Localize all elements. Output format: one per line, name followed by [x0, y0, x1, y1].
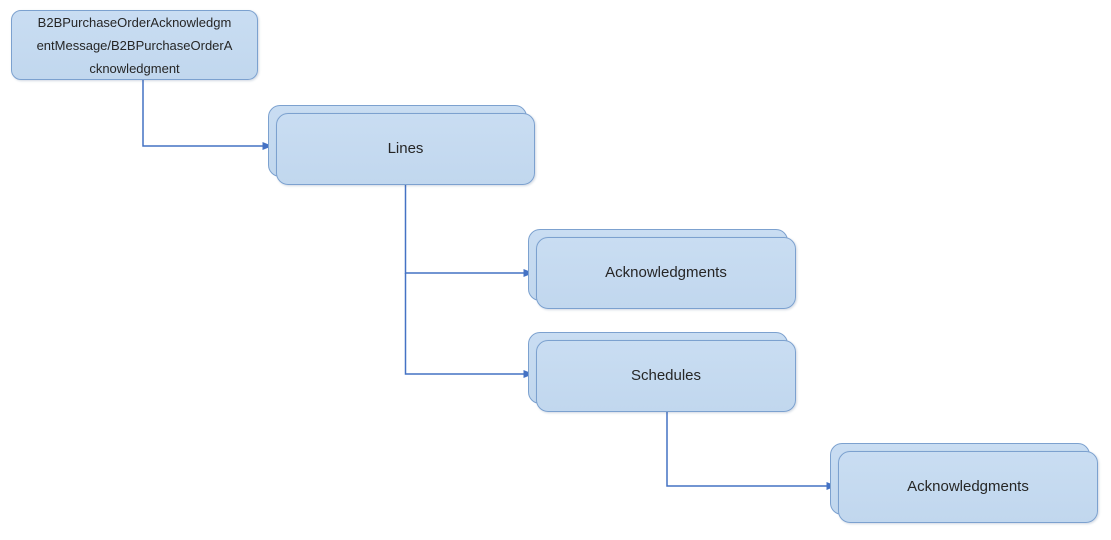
stack-front-shape: Acknowledgments: [838, 451, 1098, 523]
connector-lines-to-schedules: [404, 273, 534, 378]
stack-front-shape: Schedules: [536, 340, 796, 412]
connector-schedules-to-acknowledgments: [666, 412, 837, 490]
stack-front-shape: Lines: [276, 113, 535, 185]
stack-front-shape: Acknowledgments: [536, 237, 796, 309]
node-schedules-label: Schedules: [630, 366, 702, 384]
connector-lines-to-acknowledgments: [404, 185, 534, 277]
node-root-label: B2BPurchaseOrderAcknowledgmentMessage/B2…: [36, 14, 233, 76]
node-root: B2BPurchaseOrderAcknowledgmentMessage/B2…: [11, 10, 258, 80]
node-lines: Lines: [268, 105, 535, 185]
node-lines-acknowledgments: Acknowledgments: [528, 229, 796, 309]
node-lines-acknowledgments-label: Acknowledgments: [605, 263, 727, 281]
node-schedules-acknowledgments: Acknowledgments: [830, 443, 1098, 523]
node-schedules: Schedules: [528, 332, 796, 412]
node-schedules-acknowledgments-label: Acknowledgments: [907, 477, 1029, 495]
node-lines-label: Lines: [387, 139, 424, 157]
connector-root-to-lines: [142, 80, 273, 150]
